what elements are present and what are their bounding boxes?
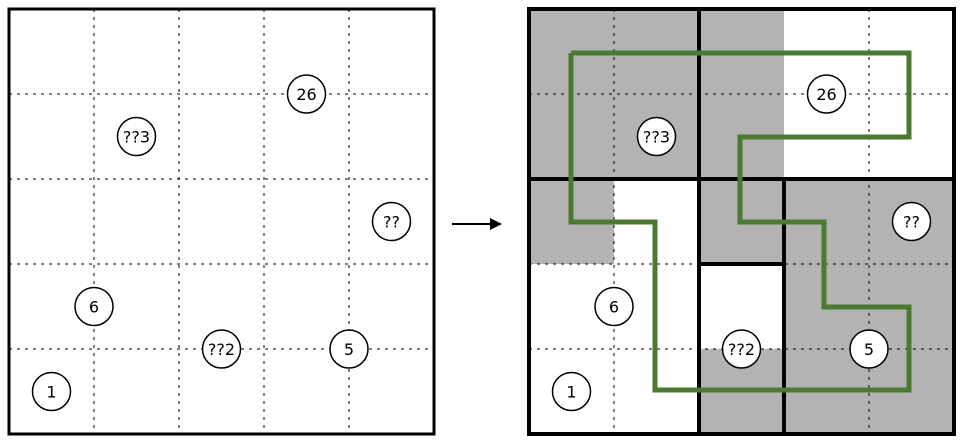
clue-label: ??3 [123, 128, 150, 147]
clue-circle-shape [721, 329, 762, 369]
clue-circle-shape [329, 329, 369, 369]
clue-circle-shape [201, 329, 242, 369]
clue-circle: ??2 [721, 329, 762, 369]
clue-label: 26 [816, 85, 836, 104]
clue-label: 6 [609, 298, 619, 317]
clue-circle-shape [806, 74, 847, 114]
clue-circle: 1 [551, 371, 592, 412]
clue-circle-shape [74, 286, 114, 327]
clue-circle-shape [286, 74, 327, 114]
clue-label: 5 [344, 340, 354, 359]
clue-circle-shape [636, 116, 677, 157]
right-clues: 26 ??3?? 6 ??2 5 1 [551, 74, 932, 412]
clue-circle: ?? [891, 201, 932, 242]
clue-circle: 6 [594, 286, 634, 327]
left-puzzle-grid: 26 ??3?? 6 ??2 5 1 [7, 7, 436, 436]
clue-circle: 1 [31, 371, 72, 412]
clue-label: ??2 [208, 340, 235, 359]
clue-circle: ??3 [116, 116, 157, 157]
shaded-cell [529, 9, 699, 179]
left-clues: 26 ??3?? 6 ??2 5 1 [31, 74, 412, 412]
clue-label: 6 [89, 298, 99, 317]
clue-circle: 5 [849, 329, 889, 369]
left-grid-dotted-lines [9, 9, 434, 434]
right-grid-border [527, 7, 956, 436]
clue-circle-shape [551, 371, 592, 412]
clue-circle: ?? [371, 201, 412, 242]
clue-circle-shape [849, 329, 889, 369]
right-solution-grid: 26 ??3?? 6 ??2 5 1 [527, 7, 956, 436]
clue-label: 1 [566, 383, 576, 402]
clue-circle-shape [116, 116, 157, 157]
clue-label: ?? [383, 213, 400, 232]
clue-label: 26 [296, 85, 316, 104]
clue-circle-shape [371, 201, 412, 242]
clue-label: ??2 [728, 340, 755, 359]
clue-circle: ??3 [636, 116, 677, 157]
left-grid-border [7, 7, 436, 436]
clue-label: ?? [903, 213, 920, 232]
clue-circle-shape [891, 201, 932, 242]
clue-label: 1 [46, 383, 56, 402]
clue-circle-shape [31, 371, 72, 412]
clue-circle-shape [594, 286, 634, 327]
clue-circle: 26 [806, 74, 847, 114]
clue-label: ??3 [643, 128, 670, 147]
clue-circle: 5 [329, 329, 369, 369]
clue-circle: 6 [74, 286, 114, 327]
clue-circle: 26 [286, 74, 327, 114]
solution-loop [568, 50, 912, 393]
right-arrow-icon [452, 218, 502, 230]
clue-label: 5 [864, 340, 874, 359]
clue-circle: ??2 [201, 329, 242, 369]
